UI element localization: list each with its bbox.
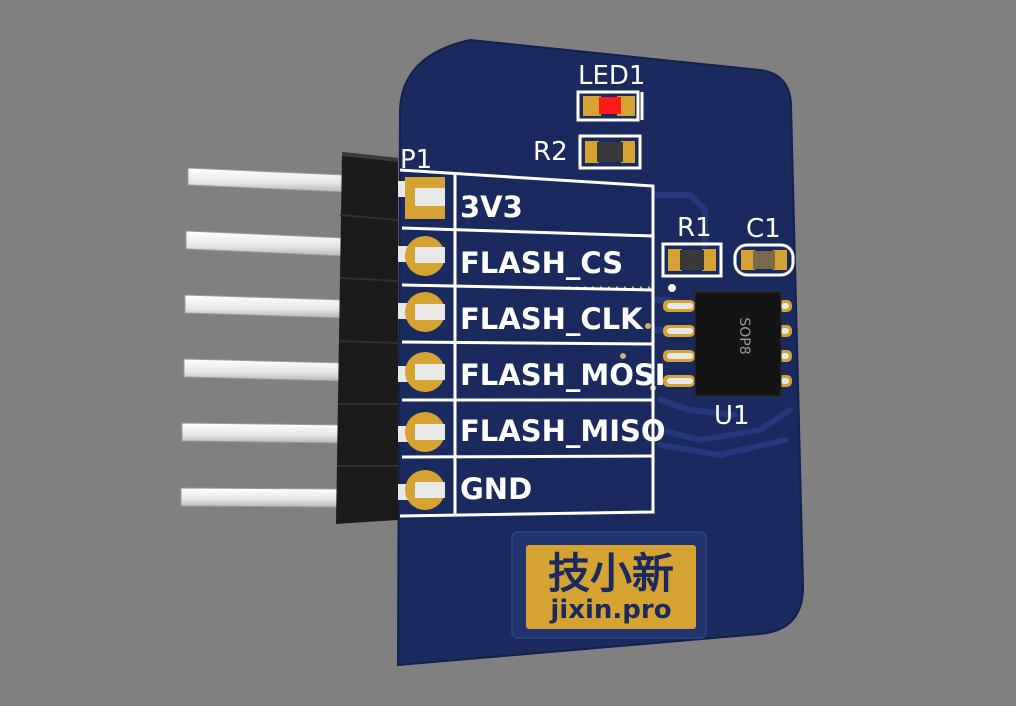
r1-component — [661, 242, 723, 278]
pcb-board — [396, 38, 805, 667]
pin-label: FLASH_CLK — [460, 302, 644, 336]
led1-component — [576, 90, 644, 122]
logo-url-text: jixin.pro — [549, 595, 671, 625]
p1-label: P1 — [400, 145, 432, 175]
pin-labels: 3V3 FLASH_CS FLASH_CLK FLASH_MOSI FLASH_… — [460, 190, 666, 506]
u1-component: SOP8 — [663, 284, 792, 397]
u1-label: U1 — [714, 401, 750, 431]
pin-label: FLASH_MISO — [460, 414, 666, 448]
r1-label: R1 — [677, 213, 712, 243]
jixin-logo: 技小新 jixin.pro — [511, 531, 707, 639]
header-pads — [405, 177, 445, 510]
u1-marking: SOP8 — [736, 317, 752, 354]
led1-label: LED1 — [578, 61, 645, 91]
pin-label: FLASH_CS — [460, 246, 623, 280]
r2-component — [578, 134, 642, 170]
logo-cn-text: 技小新 — [548, 549, 674, 598]
header-pins — [180, 167, 346, 508]
c1-component — [733, 243, 795, 277]
pin-label: FLASH_MOSI — [460, 358, 666, 392]
pin-label: 3V3 — [460, 190, 523, 224]
pin-label: GND — [460, 472, 532, 506]
r2-label: R2 — [533, 137, 568, 167]
pin-label-table — [399, 168, 655, 518]
c1-label: C1 — [746, 214, 781, 244]
